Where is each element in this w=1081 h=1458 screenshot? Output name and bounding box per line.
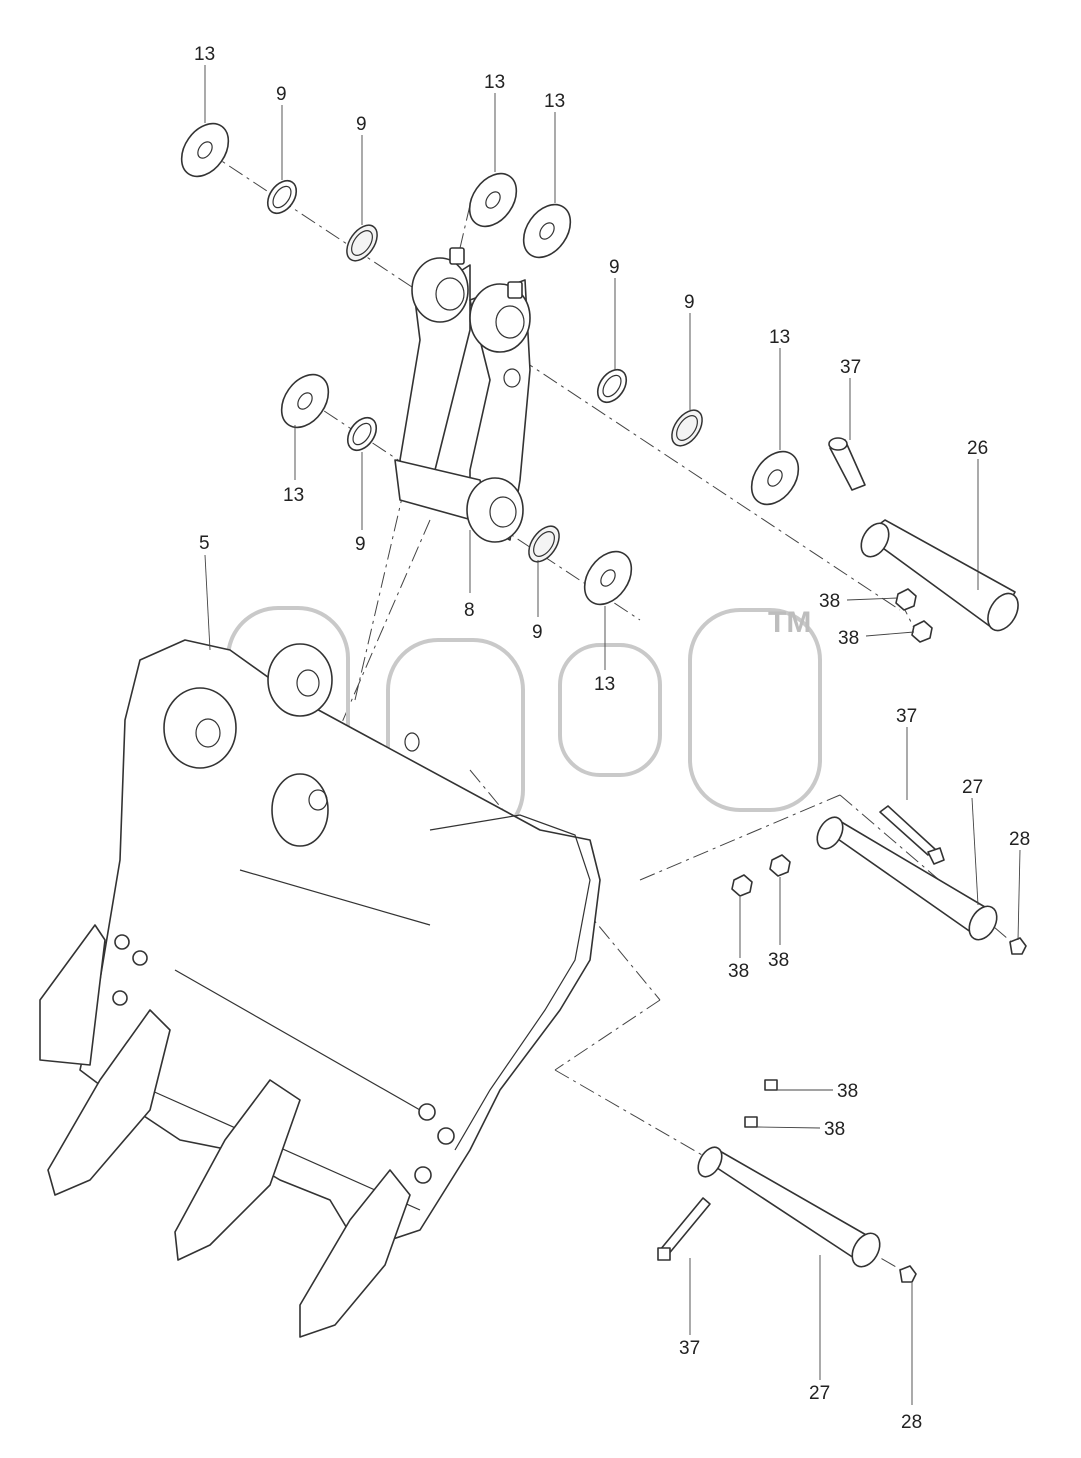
callout-38: 38 [824, 1119, 845, 1140]
callout-38: 38 [837, 1081, 858, 1102]
washers-upper [180, 122, 800, 606]
seal-9-d [671, 409, 703, 447]
callout-27: 27 [809, 1383, 830, 1404]
tooth-right [299, 1169, 411, 1338]
ring-9-c [596, 368, 628, 404]
callout-labels: 13 9 9 13 13 9 9 13 37 26 13 9 5 8 9 13 … [194, 44, 1030, 1433]
callout-27: 27 [962, 777, 983, 798]
callout-37: 37 [679, 1338, 700, 1359]
ring-9-e [346, 416, 378, 452]
washer-13-b [468, 172, 518, 228]
washer-13-f [583, 550, 633, 606]
callout-38: 38 [728, 961, 749, 982]
callout-13: 13 [769, 327, 790, 348]
washer-13-c [522, 203, 572, 259]
pin-26-assembly [828, 437, 1019, 643]
seal-9-f [528, 525, 560, 563]
leader-lines [204, 65, 1021, 1405]
callout-9: 9 [276, 84, 287, 105]
callout-8: 8 [464, 600, 475, 621]
washer-13-d [750, 450, 800, 506]
callout-9: 9 [684, 292, 695, 313]
callout-28: 28 [1009, 829, 1030, 850]
tooth-middle [174, 1079, 301, 1261]
callout-9: 9 [355, 534, 366, 555]
callout-13: 13 [484, 72, 505, 93]
seal-9-b [346, 224, 378, 262]
tooth-left [47, 1009, 171, 1196]
ring-9-a [266, 179, 298, 215]
washer-13-e [280, 373, 330, 429]
callout-38: 38 [819, 591, 840, 612]
callout-37: 37 [896, 706, 917, 727]
callout-38: 38 [838, 628, 859, 649]
callout-9: 9 [356, 114, 367, 135]
bucket-5 [39, 639, 601, 1338]
callout-38: 38 [768, 950, 789, 971]
callout-13: 13 [194, 44, 215, 65]
callout-13: 13 [594, 674, 615, 695]
callout-26: 26 [967, 438, 988, 459]
callout-28: 28 [901, 1412, 922, 1433]
callout-9: 9 [609, 257, 620, 278]
callout-13: 13 [544, 91, 565, 112]
pin-27-upper-assembly [731, 805, 1027, 955]
link-8 [394, 247, 531, 543]
pin-27-lower-assembly [657, 1079, 917, 1283]
watermark-tm: TM [768, 606, 811, 639]
callout-13: 13 [283, 485, 304, 506]
watermark-logo: TM [226, 606, 822, 842]
washer-13-a [180, 122, 230, 178]
callout-37: 37 [840, 357, 861, 378]
callout-9: 9 [532, 622, 543, 643]
callout-5: 5 [199, 533, 210, 554]
